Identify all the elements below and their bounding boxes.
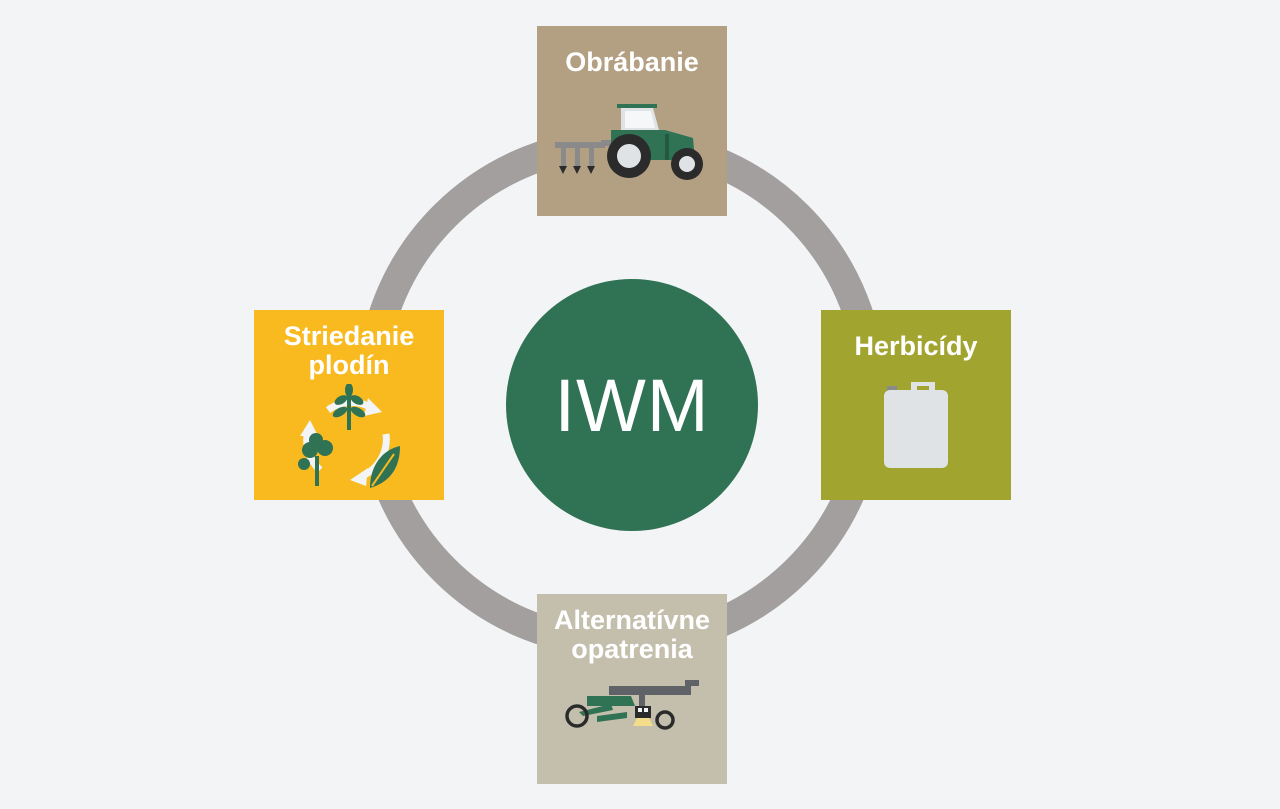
tractor-plough-icon	[555, 104, 703, 180]
node-herbicides-label: Herbicídy	[854, 331, 978, 361]
center-label: IWM	[554, 363, 710, 447]
node-crop-rotation: Striedanie plodín	[254, 310, 444, 500]
mechanical-weeder-icon	[565, 680, 699, 730]
crop-rotation-icon	[298, 384, 400, 488]
herbicide-canister-icon	[884, 382, 948, 468]
center-node: IWM	[506, 279, 758, 531]
node-tillage-label: Obrábanie	[565, 47, 699, 77]
node-tillage: Obrábanie	[537, 26, 727, 216]
node-herbicides: Herbicídy	[821, 310, 1011, 500]
node-alternative-measures-label: Alternatívne opatrenia	[553, 605, 711, 664]
node-alternative-measures: Alternatívne opatrenia	[537, 594, 727, 784]
node-crop-rotation-label: Striedanie plodín	[283, 321, 415, 380]
